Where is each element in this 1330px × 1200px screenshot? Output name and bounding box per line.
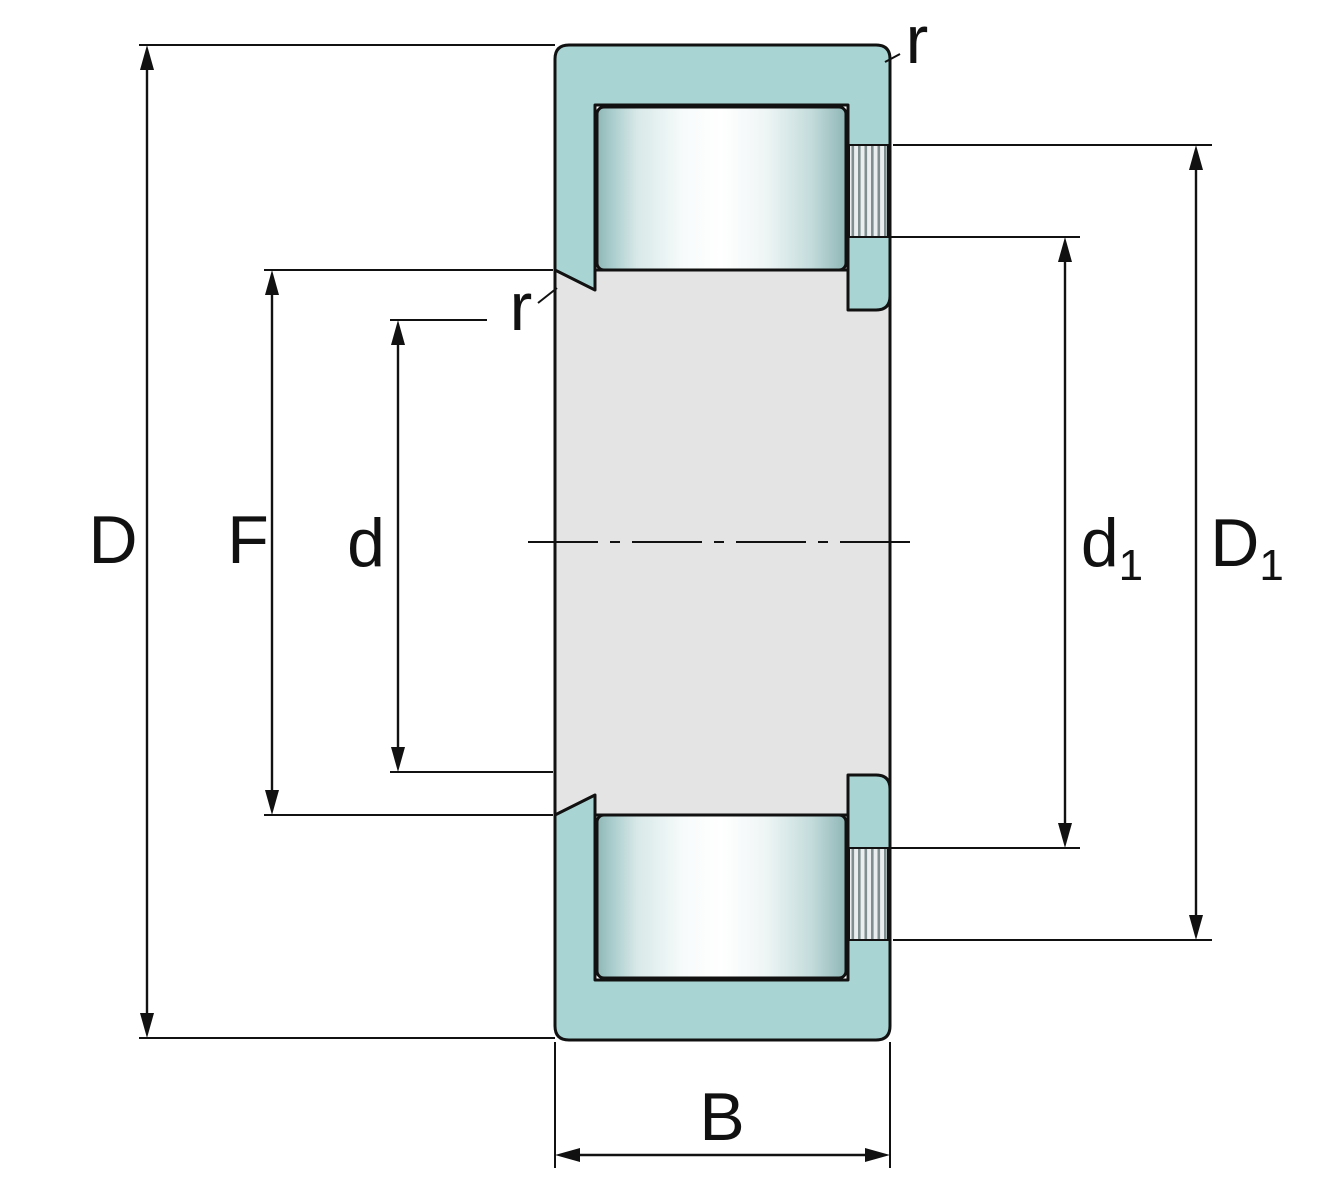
dim-D-arrow-top [140, 45, 154, 70]
dim-d-arrow-top [391, 320, 405, 345]
dimension-F: F [227, 269, 553, 816]
dim-d1-arrow-top [1058, 237, 1072, 262]
dim-d-label: d [347, 505, 385, 581]
dim-B-label: B [699, 1079, 744, 1155]
dim-D-arrow-bottom [140, 1013, 154, 1038]
dimension-B: B [554, 1042, 891, 1168]
dim-D1-arrow-top [1189, 145, 1203, 170]
outer-ring-bottom-section [553, 773, 892, 1042]
r-outer-leader [884, 53, 901, 63]
radius-r-outer: r [884, 2, 929, 78]
dim-F-arrow-bottom [265, 790, 279, 815]
dimension-D1: D1 [893, 144, 1284, 941]
dim-D1-arrow-bottom [1189, 915, 1203, 940]
outer-ring-top-section [553, 43, 892, 312]
cage-hatch-bottom [848, 847, 889, 941]
dim-B-arrow-right [865, 1148, 890, 1162]
roller-bottom [595, 813, 848, 980]
dimension-d: d r [347, 269, 558, 773]
roller-top [595, 105, 848, 272]
r-bore-leader [537, 287, 558, 304]
dim-F-label: F [227, 502, 269, 578]
dim-F-arrow-top [265, 270, 279, 295]
r-outer-label: r [906, 2, 929, 78]
dim-d-arrow-bottom [391, 747, 405, 772]
dim-d1-label: d1 [1081, 505, 1143, 590]
r-bore-label: r [510, 269, 533, 345]
dimension-d1: d1 [852, 236, 1143, 849]
dim-D1-label: D1 [1210, 505, 1284, 590]
cage-hatch-top [848, 144, 889, 238]
dimension-D: D [88, 44, 555, 1039]
dim-d1-arrow-bottom [1058, 823, 1072, 848]
dim-B-arrow-left [555, 1148, 580, 1162]
dim-D-label: D [88, 502, 137, 578]
bearing-body [528, 43, 917, 1042]
